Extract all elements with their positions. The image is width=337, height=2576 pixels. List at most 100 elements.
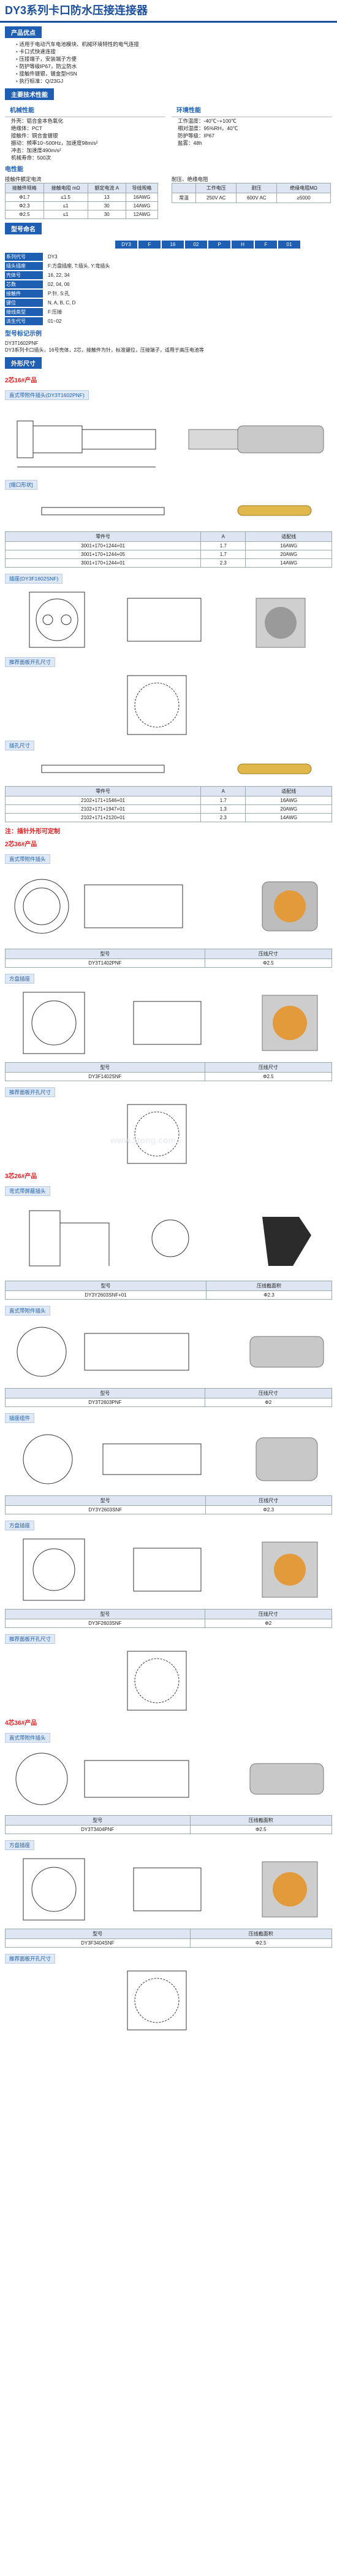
- th: 型号: [4, 1281, 207, 1291]
- code-cell: 02: [185, 241, 207, 249]
- group-title: 2芯16#产品: [5, 377, 37, 384]
- th: 零件号: [4, 786, 202, 796]
- panel-e-cutout: [5, 1646, 332, 1714]
- sock-b-drawing: [5, 986, 332, 1060]
- cell: 16AWG: [245, 541, 332, 550]
- feature-list: 适用于电动汽车电池模块、机械环境特性的电气连接 卡口式快速连接 压接端子，安装端…: [16, 40, 332, 85]
- plug-drawing: [5, 403, 332, 476]
- feature-item: 接触件镀银，镀金型HSN: [16, 70, 332, 77]
- drawing-tag: 方盘插座: [5, 1521, 35, 1530]
- cell: 常温: [171, 193, 197, 203]
- sock-e-drawing: [5, 1533, 332, 1606]
- sock-d-drawing: [5, 1425, 332, 1493]
- cell: Φ2.5: [189, 1938, 333, 1948]
- drawing-tag: 插座(DY3F1602SNF): [5, 574, 63, 584]
- code-cell: DY3: [115, 241, 137, 249]
- elec-header: 接触件规格: [5, 183, 44, 193]
- mech-item: 绝缘体：PCT: [11, 125, 43, 131]
- cell: Φ2.3: [5, 201, 44, 210]
- cell: ≤1.5: [43, 193, 88, 202]
- mech-title: 机械性能: [10, 107, 34, 114]
- note-custom: 注：插针外形可定制: [5, 828, 60, 835]
- plug-f-view: [15, 1753, 324, 1805]
- cutout-e-view: [127, 1651, 187, 1711]
- cell: 1.7: [200, 550, 246, 559]
- th: 型号: [5, 1929, 191, 1939]
- code-key: 芯数: [5, 280, 43, 288]
- hv-header: 工作电压: [195, 183, 237, 193]
- sock-f-view: [23, 1858, 318, 1921]
- mech-item: 外壳：铝合金本色氧化: [11, 118, 64, 124]
- cell: Φ2.3: [206, 1290, 332, 1300]
- elec-sub1: 接触件额定电流: [5, 176, 42, 182]
- group-title: 2芯36#产品: [5, 841, 37, 848]
- group-title: 4芯36#产品: [5, 1720, 37, 1727]
- cell: 2.3: [200, 558, 246, 568]
- drawing-tag: [端口形状]: [5, 480, 37, 490]
- mech-item: 接触件：铜合金镀银: [11, 133, 58, 139]
- cutout-f-view: [127, 1970, 187, 2030]
- code-cell: F: [138, 241, 161, 249]
- socket-drawing: [5, 586, 332, 654]
- cell: Φ2: [204, 1398, 333, 1407]
- cell: 14AWG: [245, 558, 332, 568]
- cell: 250V AC: [195, 193, 237, 203]
- code-key: 系列代号: [5, 253, 43, 261]
- code-cell: 16: [162, 241, 184, 249]
- cell: 20AWG: [245, 804, 332, 814]
- feature-item: 适用于电动汽车电池模块、机械环境特性的电气连接: [16, 40, 332, 48]
- hv-header: 耐压: [236, 183, 278, 193]
- env-item: 相对湿度：95%RH，40℃: [178, 125, 238, 131]
- th: 压线尺寸: [204, 1388, 333, 1398]
- cell: 16AWG: [245, 796, 332, 805]
- th: A: [200, 531, 246, 542]
- cell: 2102+171+1947+01: [4, 804, 202, 814]
- drawing-tag: 直式带附件插头: [5, 1306, 50, 1316]
- cell: 13: [87, 193, 126, 202]
- code-cell: F: [255, 241, 277, 249]
- section-dims: 外形尺寸: [5, 357, 42, 369]
- plug-side-view: [17, 420, 324, 468]
- code-row: DY3 F 16 02 P H F 01: [0, 241, 337, 249]
- cell: 16AWG: [125, 193, 159, 202]
- code-value: 02, 04, 06: [48, 282, 70, 287]
- cell: Φ1.7: [5, 193, 44, 202]
- hv-header: [171, 183, 197, 193]
- cell: 2102+171+2120+01: [4, 813, 202, 822]
- drawing-tag: 弯式带屏蔽插头: [5, 1186, 50, 1196]
- cell: DY3F2603SNF: [5, 1619, 205, 1628]
- feature-item: 卡口式快速连接: [16, 48, 332, 55]
- code-key: 键位: [5, 299, 43, 307]
- section-order: 型号命名: [5, 223, 42, 234]
- cell: 2102+171+1546+01: [4, 796, 202, 805]
- plug-c-view: [29, 1210, 311, 1267]
- code-key: 接线类型: [5, 308, 43, 316]
- watermark: www.5tong.com: [110, 1135, 176, 1145]
- cell: Φ2: [204, 1619, 333, 1628]
- code-value: 01~02: [48, 318, 62, 324]
- example-note: DY3系列卡口插头，16号壳体，2芯，接触件为针，标准键位，压接端子，适用于高压…: [5, 347, 204, 353]
- cell: Φ2.3: [205, 1505, 333, 1514]
- plug-b-drawing: [5, 866, 332, 946]
- cell: 600V AC: [236, 193, 278, 203]
- cell: DY3F1402SNF: [5, 1072, 205, 1081]
- cell: 2.3: [200, 813, 246, 822]
- section-specs: 主要技术性能: [5, 88, 54, 100]
- elec-header: 导线规格: [125, 183, 159, 193]
- cell: DY3Y2603SNF+01: [4, 1290, 207, 1300]
- env-title: 环境性能: [176, 107, 201, 114]
- th: 型号: [5, 949, 205, 959]
- plug-f-drawing: [5, 1745, 332, 1813]
